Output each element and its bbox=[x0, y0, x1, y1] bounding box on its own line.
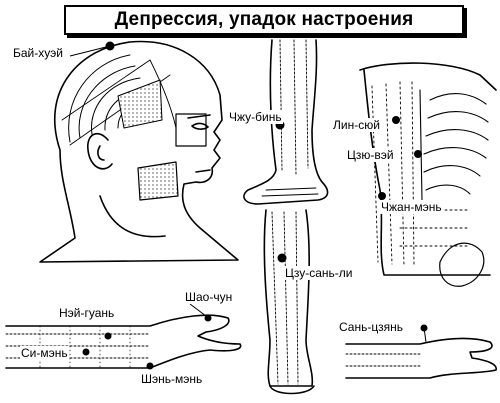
label-zhang-men: Чжан-мэнь bbox=[380, 200, 443, 214]
left-forearm-figure bbox=[5, 314, 242, 369]
label-zu-san-li: Цзу-сань-ли bbox=[284, 266, 354, 280]
bai-hui-point bbox=[105, 41, 115, 51]
leg-figure bbox=[263, 209, 315, 395]
lower-leg-figure bbox=[243, 39, 329, 205]
torso-figure bbox=[359, 62, 497, 287]
title-box: Депрессия, упадок настроения bbox=[64, 5, 464, 35]
label-lin-xu: Лин-сюй bbox=[332, 118, 381, 132]
right-forearm-figure bbox=[345, 337, 497, 379]
label-zhu-bin: Чжу-бинь bbox=[228, 110, 283, 124]
label-zu-wei: Цзю-вэй bbox=[346, 148, 395, 162]
si-men-point bbox=[82, 348, 90, 356]
label-san-jian: Сань-цзянь bbox=[338, 320, 404, 334]
label-shao-chong: Шао-чун bbox=[184, 290, 234, 304]
page-title: Депрессия, упадок настроения bbox=[114, 9, 414, 30]
label-si-men: Си-мэнь bbox=[20, 346, 69, 360]
lin-xu-point bbox=[392, 116, 400, 124]
shao-chong-point bbox=[204, 314, 212, 322]
label-bai-hui: Бай-хуэй bbox=[12, 46, 64, 60]
label-nei-guan: Нэй-гуань bbox=[58, 306, 116, 320]
nei-guan-point bbox=[104, 332, 112, 340]
shen-men-point bbox=[146, 362, 154, 370]
zu-san-li-point bbox=[277, 253, 287, 263]
zhang-men-point bbox=[378, 192, 386, 200]
head-figure bbox=[39, 40, 239, 263]
zu-wei-point bbox=[414, 150, 422, 158]
label-shen-men: Шэнь-мэнь bbox=[140, 372, 204, 386]
